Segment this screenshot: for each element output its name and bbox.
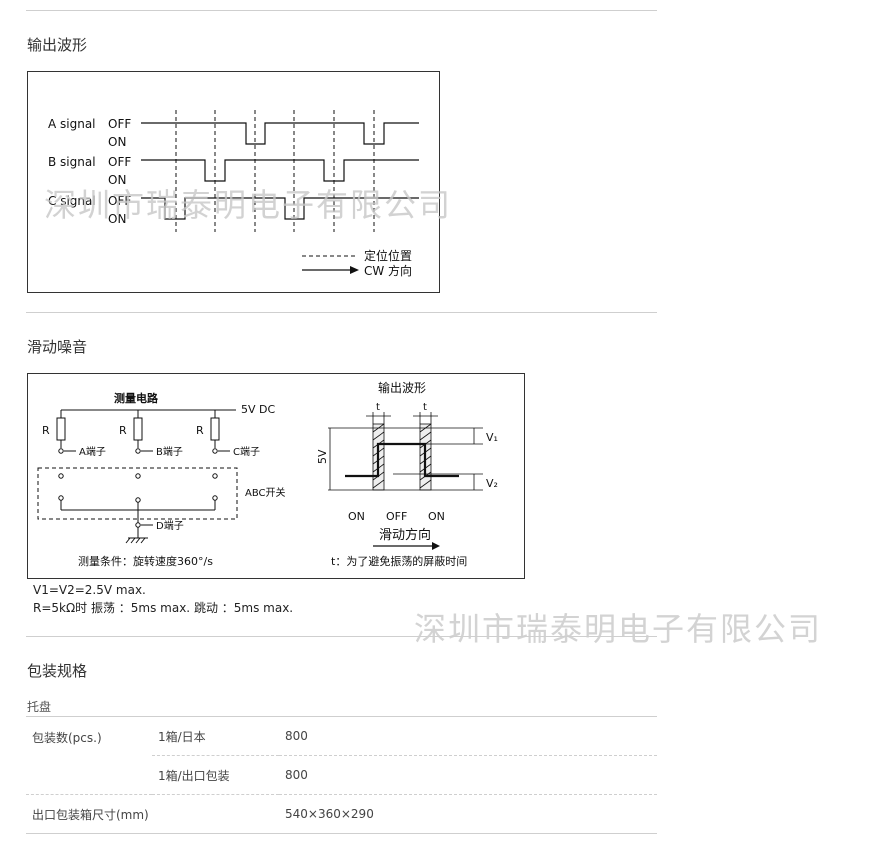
supply-label: 5V DC — [241, 403, 275, 416]
direction-label: 滑动方向 — [379, 527, 431, 543]
watermark-lower: 深圳市瑞泰明电子有限公司 — [414, 610, 823, 648]
blanking-time-note: t：为了避免振荡的屏蔽时间 — [331, 554, 467, 568]
sliding-noise-figure: 测量电路 — [27, 373, 525, 579]
resistor-c-label: R — [196, 424, 204, 437]
on-label-left: ON — [348, 510, 365, 523]
c-on-label: ON — [108, 212, 126, 226]
section-title-sliding-noise: 滑动噪音 — [27, 338, 88, 356]
table-row: 出口包装箱尺寸(mm) 540×360×290 — [26, 794, 657, 834]
sliding-noise-diagram: 测量电路 — [37, 380, 498, 568]
v1-label: V₁ — [486, 431, 498, 444]
t-label-right: t — [423, 402, 427, 413]
dimension-lines — [328, 412, 483, 491]
row1-value: 800 — [279, 716, 657, 756]
b-on-label: ON — [108, 173, 126, 187]
b-signal-label: B signal — [48, 155, 96, 169]
note-voltage: V1=V2=2.5V max. — [33, 583, 146, 597]
terminal-d-label: D端子 — [156, 519, 184, 532]
off-label: OFF — [386, 510, 407, 523]
a-off-label: OFF — [108, 117, 131, 131]
position-dashed-lines — [175, 110, 375, 232]
output-pulse — [345, 442, 459, 478]
packaging-subtitle: 托盘 — [27, 700, 52, 714]
packaging-table: 包装数(pcs.) 1箱/日本 800 1箱/出口包装 800 出口包装箱尺寸(… — [26, 716, 657, 834]
resistor-a-label: R — [42, 424, 50, 437]
a-on-label: ON — [108, 135, 126, 149]
row2-value: 800 — [279, 755, 657, 795]
v2-label: V₂ — [486, 477, 498, 490]
c-off-label: OFF — [108, 194, 131, 208]
box-size-value: 540×360×290 — [279, 794, 657, 834]
divider-sliding-noise — [26, 312, 657, 313]
abc-switch-label: ABC开关 — [245, 486, 286, 499]
on-label-right: ON — [428, 510, 445, 523]
b-signal-wave — [141, 159, 419, 182]
five-v-label: 5V — [316, 449, 329, 464]
circuit-title: 测量电路 — [114, 391, 159, 405]
table-row: 1箱/出口包装 800 — [26, 755, 657, 795]
top-divider — [26, 10, 657, 11]
divider-packaging — [26, 636, 657, 637]
waveform-diagram: A signal OFF ON B signal OFF ON C signal… — [48, 110, 419, 278]
wave-title: 输出波形 — [378, 380, 426, 395]
terminal-b-label: B端子 — [156, 445, 183, 458]
direction-arrow-head — [432, 542, 440, 550]
resistor-b-label: R — [119, 424, 127, 437]
legend-position-label: 定位位置 — [364, 248, 412, 263]
note-chatter-bounce: R=5kΩ时 振荡 ：5ms max. 跳动 ：5ms max. — [33, 601, 294, 615]
a-signal-label: A signal — [48, 117, 96, 131]
qty-label: 包装数(pcs.) — [26, 716, 152, 795]
table-row: 包装数(pcs.) 1箱/日本 800 — [26, 716, 657, 795]
terminal-a-label: A端子 — [79, 445, 106, 458]
terminal-leads — [64, 450, 230, 526]
circuit-wires — [37, 409, 238, 544]
terminal-c-label: C端子 — [233, 445, 260, 458]
hatched-blanking-zones — [372, 423, 432, 491]
legend-arrow-head — [350, 266, 359, 274]
box-size-label: 出口包装箱尺寸(mm) — [26, 794, 279, 834]
t-label-left: t — [376, 402, 380, 413]
a-signal-wave — [141, 122, 419, 145]
c-signal-wave — [141, 197, 419, 220]
circuit-terminals — [58, 448, 218, 528]
output-waveform-figure: A signal OFF ON B signal OFF ON C signal… — [27, 71, 440, 293]
b-off-label: OFF — [108, 155, 131, 169]
row1-type: 1箱/日本 — [152, 716, 279, 756]
row2-type: 1箱/出口包装 — [152, 755, 279, 795]
section-title-packaging: 包装规格 — [27, 662, 88, 680]
measurement-condition: 测量条件：旋转速度360°/s — [78, 554, 213, 568]
legend-cw-label: CW 方向 — [364, 263, 412, 278]
c-signal-label: C signal — [48, 194, 96, 208]
section-title-output-waveform: 输出波形 — [27, 36, 88, 54]
